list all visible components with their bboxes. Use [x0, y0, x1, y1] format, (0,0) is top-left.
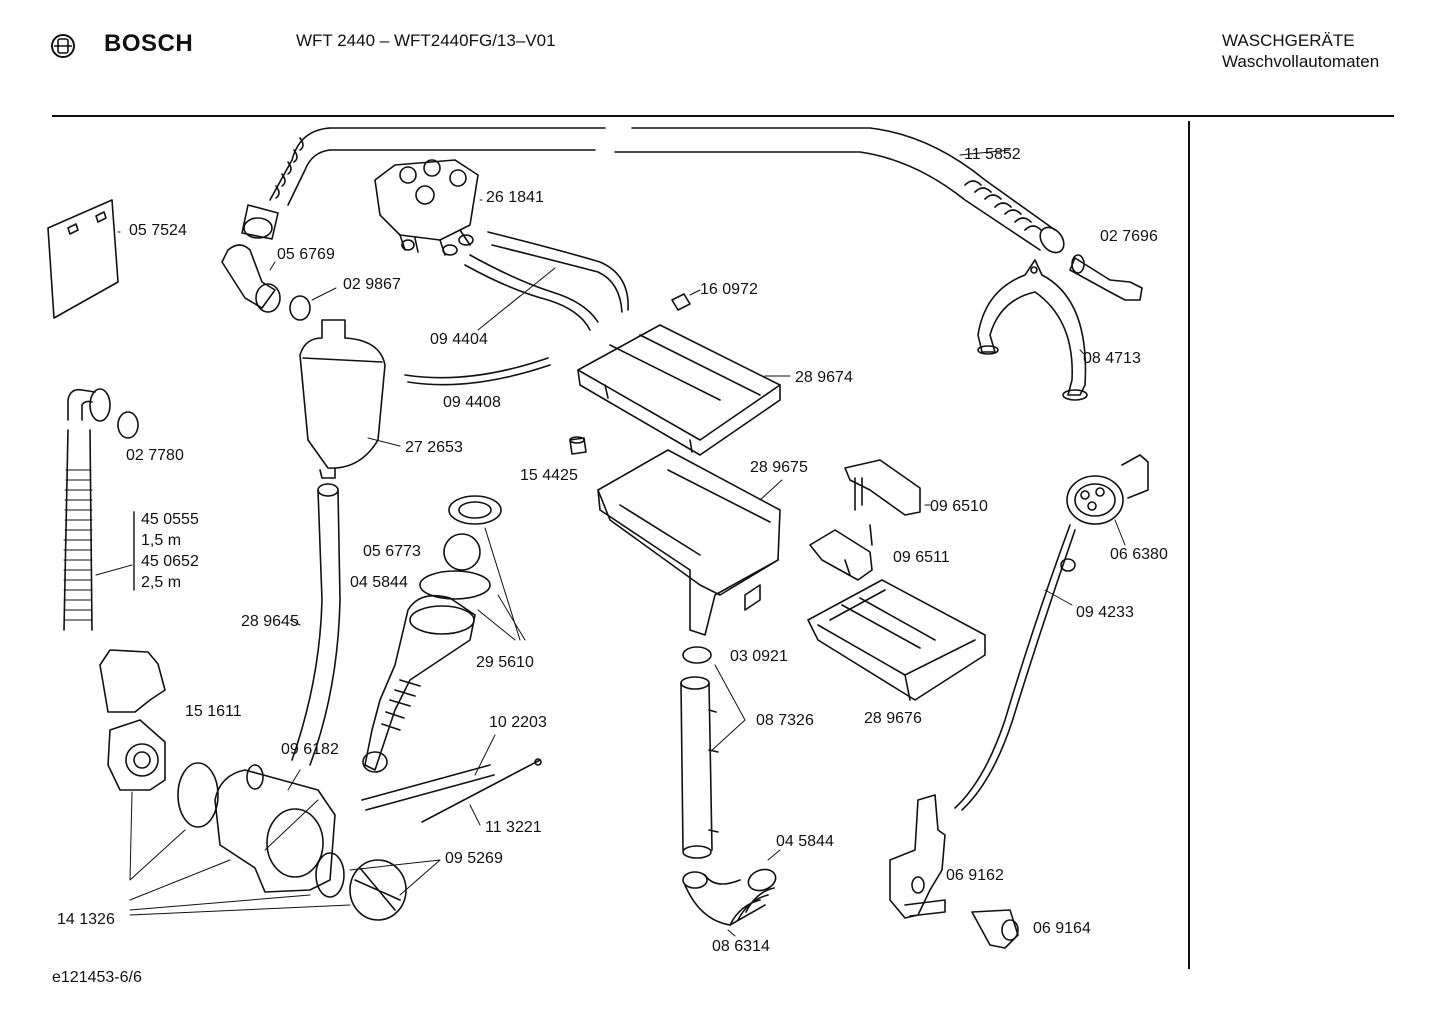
cover-057524 — [47, 199, 119, 319]
part-label: 29 5610 — [476, 654, 534, 671]
nozzle-027696 — [1069, 254, 1143, 301]
hose-094408 — [404, 357, 551, 386]
ring-029867 — [289, 295, 311, 321]
ring-151611 — [177, 762, 219, 828]
tube-094233 — [954, 524, 1076, 811]
bellow-086314 — [682, 868, 777, 926]
part-label: 04 5844 — [350, 574, 408, 591]
part-label: 09 6182 — [281, 741, 339, 758]
part-096511 — [809, 524, 873, 581]
right-divider — [1188, 121, 1190, 969]
part-label: 08 7326 — [756, 712, 814, 729]
part-label: 11 3221 — [485, 819, 542, 836]
part-label: 08 4713 — [1083, 350, 1141, 367]
drawing-code: e121453-6/6 — [52, 969, 142, 986]
part-069164 — [971, 909, 1019, 949]
container-272653 — [299, 319, 386, 479]
pipe-087326 — [680, 646, 719, 859]
part-label: 45 0652 — [141, 553, 199, 570]
part-label: 06 9162 — [946, 867, 1004, 884]
drain-hose-450555 — [63, 388, 111, 631]
length-label: 1,5 m — [141, 532, 182, 549]
hose-115852 — [241, 127, 1065, 254]
part-label: 05 7524 — [129, 222, 187, 239]
part-label: 08 6314 — [712, 938, 770, 955]
bracket-069162 — [889, 794, 946, 919]
part-label: 28 9676 — [864, 710, 922, 727]
tray-289675 — [597, 449, 781, 636]
hose-102203 — [361, 764, 495, 811]
part-label: 10 2203 — [489, 714, 547, 731]
part-label: 14 1326 — [57, 911, 115, 928]
part-label: 02 7696 — [1100, 228, 1158, 245]
ring-095269 — [315, 852, 345, 898]
part-label: 15 1611 — [185, 703, 242, 720]
elbow-056769 — [221, 244, 281, 313]
part-label: 11 5852 — [964, 146, 1021, 163]
part-label: 09 6511 — [893, 549, 950, 566]
brand-name: BOSCH — [104, 30, 194, 57]
part-096510 — [844, 459, 921, 516]
part-label: 09 6510 — [930, 498, 988, 515]
category-subtitle: Waschvollautomaten — [1222, 52, 1380, 71]
fitting-160972 — [671, 293, 691, 311]
part-label: 27 2653 — [405, 439, 463, 456]
pressure-switch-066380 — [1066, 454, 1149, 525]
part-label: 06 6380 — [1110, 546, 1168, 563]
part-label: 45 0555 — [141, 511, 199, 528]
part-label: 02 9867 — [343, 276, 401, 293]
model-title: WFT 2440 – WFT2440FG/13–V01 — [296, 31, 556, 50]
part-label: 09 4404 — [430, 331, 488, 348]
hoses-094404 — [464, 231, 629, 331]
part-label: 28 9674 — [795, 369, 853, 386]
part-label: 05 6773 — [363, 543, 421, 560]
part-label: 28 9675 — [750, 459, 808, 476]
header-divider — [52, 115, 1394, 117]
hose-289645 — [291, 483, 341, 766]
length-label: 2,5 m — [141, 574, 182, 591]
bracket-084713 — [977, 259, 1088, 401]
cap-154425 — [569, 437, 587, 455]
part-label: 16 0972 — [700, 281, 758, 298]
category-title: WASCHGERÄTE — [1222, 31, 1355, 50]
part-label: 26 1841 — [486, 189, 544, 206]
part-label: 04 5844 — [776, 833, 834, 850]
valve-261841 — [374, 159, 479, 256]
part-label: 02 7780 — [126, 447, 184, 464]
part-label: 09 4408 — [443, 394, 501, 411]
ring-027780 — [117, 411, 139, 439]
part-label: 05 6769 — [277, 246, 335, 263]
wire-113221 — [421, 759, 541, 823]
bosch-logo-icon — [51, 34, 75, 58]
housing-096182 — [214, 764, 336, 893]
part-label: 09 5269 — [445, 850, 503, 867]
pump-151611 — [99, 649, 166, 791]
part-label: 03 0921 — [730, 648, 788, 665]
drawer-289676 — [807, 579, 986, 701]
inlet-295610 — [362, 495, 526, 773]
part-label: 28 9645 — [241, 613, 299, 630]
part-label: 09 4233 — [1076, 604, 1134, 621]
housing-289674 — [577, 324, 781, 456]
part-label: 06 9164 — [1033, 920, 1091, 937]
part-label: 15 4425 — [520, 467, 578, 484]
